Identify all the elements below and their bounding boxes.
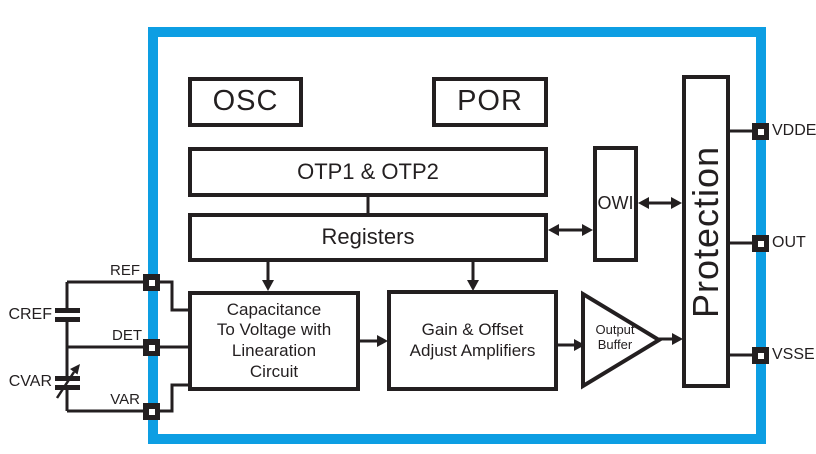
pin-ref-hole	[148, 279, 155, 286]
pin-det-hole	[148, 344, 155, 351]
output-buffer-label: Output Buffer	[595, 322, 635, 352]
block-capacitance-to-voltage: Capacitance To Voltage with Linearation …	[188, 291, 360, 391]
wire-ref-inner	[159, 280, 188, 312]
block-gain-offset: Gain & Offset Adjust Amplifiers	[387, 290, 558, 391]
cvar-plate-top	[55, 376, 80, 381]
pin-vdde	[752, 123, 769, 140]
pin-vsse-label: VSSE	[772, 346, 815, 363]
pin-ref-label: REF	[110, 262, 140, 279]
cref-plate-top	[55, 308, 80, 313]
arrowhead-c2v-gain	[377, 335, 388, 347]
pin-vsse	[752, 347, 769, 364]
block-por: POR	[432, 77, 548, 127]
arrowhead-registers-owi-left	[548, 224, 559, 236]
cref-capacitor-icon	[55, 308, 80, 322]
arrowhead-gain-buffer	[574, 339, 585, 351]
pin-vsse-hole	[757, 352, 764, 359]
block-otp: OTP1 & OTP2	[188, 147, 548, 197]
cref-plate-bottom	[55, 317, 80, 322]
pin-vdde-label: VDDE	[772, 122, 816, 139]
pin-var	[143, 403, 160, 420]
cvar-variable-arrow-head	[70, 364, 80, 375]
block-protection-label: Protection	[685, 145, 727, 318]
pin-out-hole	[757, 240, 764, 247]
arrowhead-registers-c2v	[262, 280, 274, 291]
cvar-capacitor-icon	[55, 364, 80, 399]
cvar-label: CVAR	[8, 373, 52, 390]
block-registers: Registers	[188, 213, 548, 262]
pin-out	[752, 235, 769, 252]
block-owi: OWI	[593, 146, 638, 262]
block-protection: Protection	[682, 75, 730, 388]
block-osc: OSC	[188, 77, 303, 127]
wire-var-inner	[159, 383, 188, 413]
arrowheads-group	[262, 197, 683, 351]
cvar-variable-arrow-shaft	[55, 371, 76, 399]
pin-ref	[143, 274, 160, 291]
pin-out-label: OUT	[772, 234, 806, 251]
pin-det-label: DET	[112, 327, 142, 344]
pin-vdde-hole	[757, 128, 764, 135]
pin-var-hole	[148, 408, 155, 415]
arrowhead-registers-gain	[467, 280, 479, 291]
arrowhead-owi-protection-right	[671, 197, 682, 209]
cref-label: CREF	[8, 306, 52, 323]
arrowhead-buffer-protection	[672, 333, 683, 345]
pin-var-label: VAR	[110, 391, 140, 408]
pin-det	[143, 339, 160, 356]
output-buffer-triangle	[581, 290, 663, 390]
cvar-plate-bottom	[55, 385, 80, 390]
wires-group	[65, 129, 753, 413]
arrowhead-registers-owi-right	[582, 224, 593, 236]
arrowhead-owi-protection-left	[638, 197, 649, 209]
